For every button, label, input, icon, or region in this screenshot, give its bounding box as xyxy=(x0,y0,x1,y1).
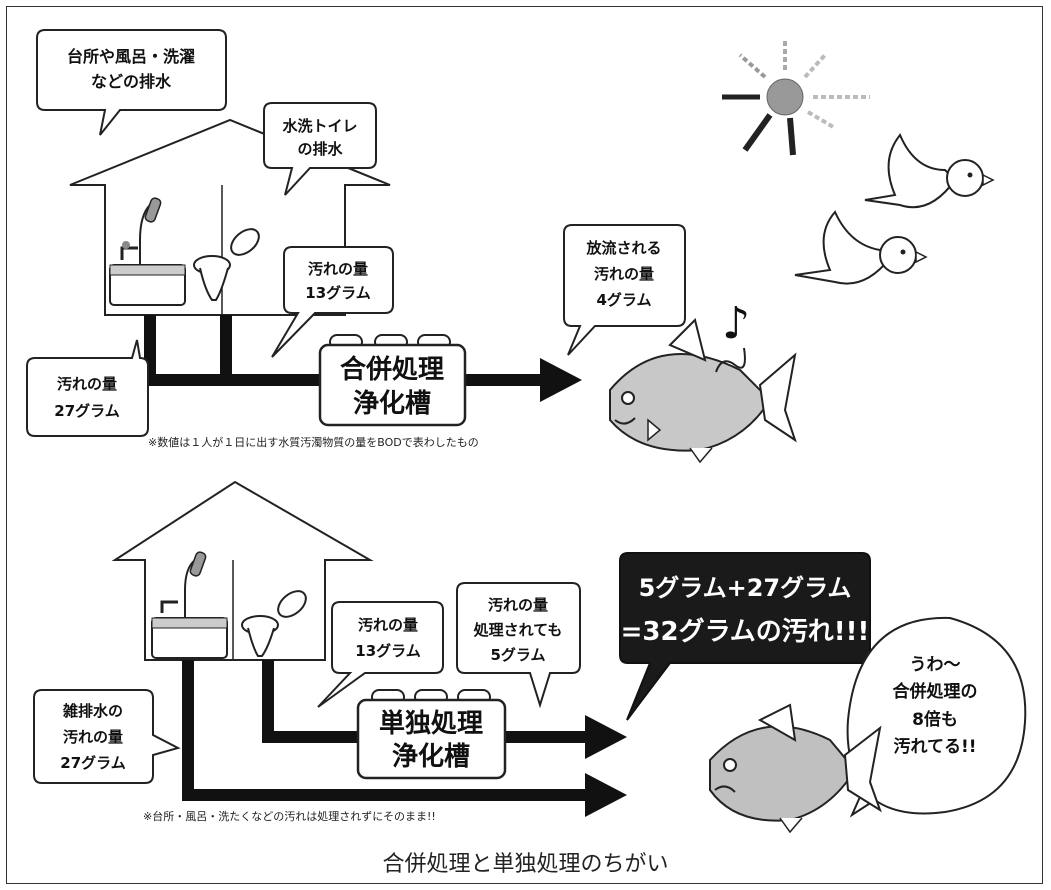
callout-dirt-13-bottom-line-2: 13グラム xyxy=(355,642,420,660)
callout-dirt-13-top: 汚れの量 13グラム xyxy=(271,246,394,358)
shower-icon xyxy=(184,551,207,618)
callout-fish-line-1: うわ～ xyxy=(910,655,961,675)
shower-icon xyxy=(139,197,162,265)
pipes-bottom xyxy=(182,660,627,817)
callout-kitchen: 台所や風呂・洗濯 などの排水 xyxy=(36,29,227,136)
callout-treated-line-3: 5グラム xyxy=(491,646,546,664)
sun-icon xyxy=(722,38,870,156)
tank-combined-label-1: 合併処理 xyxy=(340,354,444,385)
callout-fish-line-4: 汚れてる!! xyxy=(894,736,977,757)
tank-combined-label-2: 浄化槽 xyxy=(353,389,431,419)
callout-released: 放流される 汚れの量 4グラム xyxy=(563,224,686,356)
tank-single: 単独処理 浄化槽 xyxy=(356,689,507,780)
callout-graywater: 雑排水の 汚れの量 27グラム xyxy=(33,689,181,784)
callout-total-line-2: =32グラムの汚れ!!! xyxy=(621,617,870,647)
note-bottom: ※台所・風呂・洗たくなどの汚れは処理されずにそのまま!! xyxy=(143,809,436,823)
callout-treated-line-2: 処理されても xyxy=(473,621,563,639)
callout-released-line-2: 汚れの量 xyxy=(594,265,654,283)
callout-toilet-line-2: の排水 xyxy=(297,140,343,158)
sink-icon xyxy=(151,600,228,659)
figure-caption: 合併処理と単独処理のちがい xyxy=(382,852,669,877)
callout-dirt-27-top-line-2: 27グラム xyxy=(54,402,119,420)
callout-toilet: 水洗トイレ の排水 xyxy=(263,102,377,196)
tank-combined: 合併処理 浄化槽 xyxy=(318,334,467,427)
callout-fish-line-3: 8倍も xyxy=(912,709,958,730)
sink-icon xyxy=(109,241,186,306)
callout-dirt-27-top-line-1: 汚れの量 xyxy=(57,375,117,393)
callout-treated: 汚れの量 処理されても 5グラム xyxy=(456,582,581,709)
tank-single-label-1: 単独処理 xyxy=(379,709,483,739)
happy-fish-icon xyxy=(609,318,797,464)
callout-dirt-13-bottom-line-1: 汚れの量 xyxy=(358,616,418,634)
callout-dirt-13-bottom: 汚れの量 13グラム xyxy=(317,601,444,708)
callout-dirt-13-top-line-1: 汚れの量 xyxy=(308,260,368,278)
sound-wave-icon xyxy=(715,347,746,373)
callout-fish-speech: うわ～ 合併処理の 8倍も 汚れてる!! xyxy=(846,616,1027,818)
callout-total: 5グラム+27グラム =32グラムの汚れ!!! xyxy=(619,552,871,721)
callout-kitchen-line-1: 台所や風呂・洗濯 xyxy=(67,47,195,66)
toilet-icon xyxy=(193,228,260,301)
callout-dirt-13-top-line-2: 13グラム xyxy=(305,284,370,302)
callout-toilet-line-1: 水洗トイレ xyxy=(282,117,357,135)
callout-released-line-3: 4グラム xyxy=(597,291,652,309)
callout-released-line-1: 放流される xyxy=(585,239,661,257)
callout-graywater-line-2: 汚れの量 xyxy=(63,728,123,746)
callout-treated-line-1: 汚れの量 xyxy=(488,596,548,614)
music-note-icon: ♪ xyxy=(722,298,750,349)
note-top: ※数値は１人が１日に出す水質汚濁物質の量をBODで表わしたもの xyxy=(148,435,479,449)
bird-icon xyxy=(864,133,995,209)
callout-graywater-line-1: 雑排水の xyxy=(62,702,123,720)
house-bottom xyxy=(111,480,374,661)
callout-fish-line-2: 合併処理の xyxy=(893,681,978,702)
pipes-top xyxy=(144,315,582,402)
callout-kitchen-line-2: などの排水 xyxy=(91,72,172,91)
callout-dirt-27-top: 汚れの量 27グラム xyxy=(26,339,149,437)
tank-single-label-2: 浄化槽 xyxy=(392,742,470,772)
callout-graywater-line-3: 27グラム xyxy=(60,754,125,772)
bird-icon xyxy=(794,210,928,285)
callout-total-line-1: 5グラム+27グラム xyxy=(639,574,852,602)
sad-fish-icon xyxy=(709,703,882,834)
toilet-icon xyxy=(241,590,307,657)
